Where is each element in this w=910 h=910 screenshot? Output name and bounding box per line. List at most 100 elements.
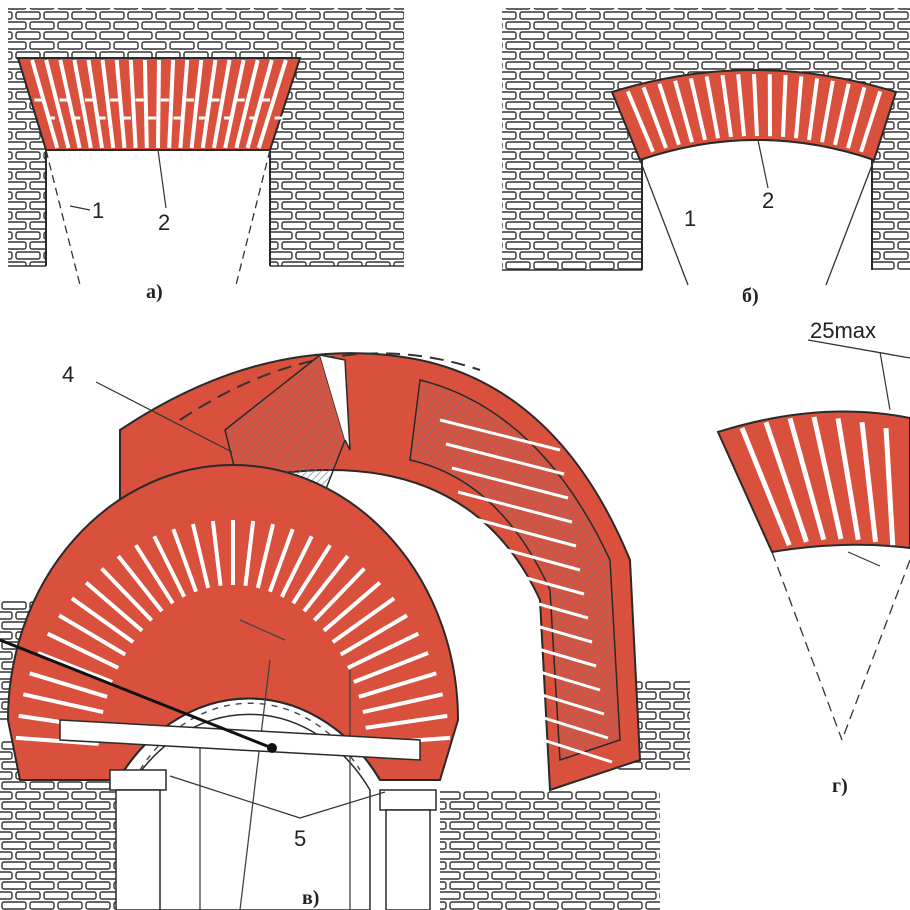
segmental-arch-brick-joints xyxy=(625,73,883,153)
brick-joint xyxy=(781,75,788,138)
brick-joint xyxy=(156,59,161,149)
brick-joint xyxy=(46,631,120,670)
brick-joint xyxy=(245,59,274,149)
arch-opening xyxy=(127,713,371,910)
flat-lintel-brick-joints xyxy=(30,59,288,149)
caption-c: в) xyxy=(302,887,319,909)
brick-joint xyxy=(15,735,99,746)
brick-joint xyxy=(302,554,350,613)
brick-joint xyxy=(739,427,792,547)
caption-d: г) xyxy=(832,775,848,797)
brick-joint xyxy=(704,76,720,139)
brick-joint xyxy=(22,692,104,715)
brick-joint xyxy=(794,76,804,139)
panel-a-flat-lintel: 1 2 а) xyxy=(8,8,404,303)
brick-joint xyxy=(331,596,396,644)
brick-joint xyxy=(200,59,218,149)
brick-joint xyxy=(346,631,420,670)
brick-joint xyxy=(189,59,204,149)
callout-a-2: 2 xyxy=(158,210,170,235)
brick-joint xyxy=(688,77,707,141)
brick-joint xyxy=(457,490,573,524)
brick-joint xyxy=(312,567,366,622)
callout-b-1: 1 xyxy=(684,206,696,231)
brick-joint xyxy=(142,59,149,149)
wedge-arch-segment xyxy=(716,410,910,554)
brick-joint xyxy=(100,567,154,622)
brick-joint xyxy=(833,83,851,146)
brick-joint xyxy=(475,562,585,596)
brick-joint xyxy=(493,634,597,668)
brick-joint xyxy=(84,581,144,633)
brick-joint xyxy=(44,59,71,149)
brick-joint xyxy=(481,586,589,620)
brick-joint xyxy=(212,59,232,149)
brick-joint xyxy=(29,671,108,699)
caption-b: б) xyxy=(742,285,759,307)
caption-a: а) xyxy=(146,281,163,303)
brick-joint xyxy=(487,610,593,644)
wall-top-b xyxy=(502,8,910,84)
arch-ring-brick-joints xyxy=(15,520,451,746)
brick-joint xyxy=(268,528,295,593)
brick-joint xyxy=(835,417,861,541)
brick-joint xyxy=(291,544,332,605)
callout-a-1: 1 xyxy=(92,198,104,223)
brick-joint xyxy=(846,86,867,149)
brick-joint xyxy=(210,520,223,586)
brick-joint xyxy=(234,59,260,149)
brick-joint xyxy=(279,535,314,598)
brick-joint xyxy=(859,90,883,153)
brick-joint xyxy=(58,613,127,657)
brick-joint xyxy=(763,421,809,543)
brick-joint xyxy=(167,59,176,149)
brick-joint xyxy=(445,442,565,476)
brick-joint xyxy=(178,59,190,149)
brick-joint xyxy=(116,554,164,613)
brick-joint xyxy=(657,83,681,146)
brick-joint xyxy=(883,427,896,546)
brick-joint xyxy=(37,651,113,684)
brick-joint xyxy=(243,520,256,586)
brick-joint xyxy=(720,74,733,138)
brick-joint xyxy=(859,421,878,543)
brick-joint xyxy=(820,80,835,143)
callout-c-5: 5 xyxy=(294,826,306,851)
brick-joint xyxy=(641,86,668,149)
centering-beam xyxy=(59,719,421,761)
brick-joint xyxy=(463,514,577,548)
impost-right xyxy=(379,789,437,811)
dimension-25max: 25max xyxy=(810,318,876,343)
brick-joint xyxy=(114,59,127,149)
brick-joint xyxy=(752,73,759,137)
brick-joint xyxy=(72,59,93,149)
brick-joint xyxy=(128,59,138,149)
brick-joint xyxy=(30,59,60,149)
brick-joint xyxy=(505,682,605,716)
panel-d-wedge-detail: 25max г) xyxy=(716,318,910,797)
panel-c-semicircular-arch: 4 5 в) xyxy=(0,352,690,910)
brick-joint xyxy=(58,59,82,149)
brick-joint xyxy=(223,59,246,149)
brick-joint xyxy=(736,74,746,137)
brick-joint xyxy=(190,523,211,589)
vault-brick-joints xyxy=(439,418,613,764)
brick-joint xyxy=(339,613,408,657)
brick-joint xyxy=(451,466,569,500)
brick-joint xyxy=(365,713,448,730)
brick-joint xyxy=(787,417,827,541)
brick-joint xyxy=(511,706,609,740)
callout-c-4: 4 xyxy=(62,362,74,387)
brick-joint xyxy=(499,658,601,692)
brick-joint xyxy=(100,59,116,149)
brick-joint xyxy=(353,651,429,684)
brick-joint xyxy=(322,581,382,633)
panel-b-segmental-arch: 1 2 б) xyxy=(502,8,910,307)
wedge-brick-joints xyxy=(739,416,896,547)
brick-joint xyxy=(134,544,175,605)
wall-top-a xyxy=(8,8,404,60)
brick-joint xyxy=(86,59,104,149)
brick-joint xyxy=(469,538,581,572)
brick-joint xyxy=(358,671,437,699)
